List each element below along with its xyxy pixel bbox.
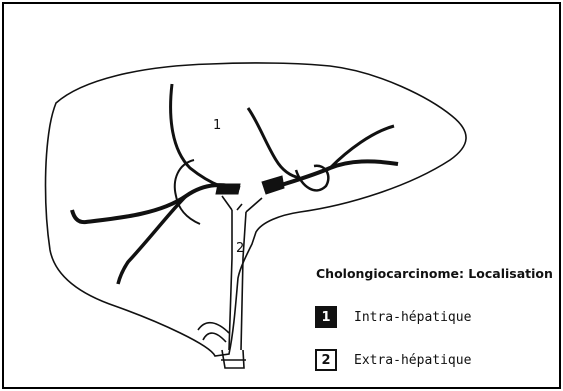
left-duct-stub xyxy=(216,184,240,194)
legend-label: Extra-hépatique xyxy=(354,353,471,368)
legend-title: Cholongiocarcinome: Localisation xyxy=(316,266,553,281)
duct-lower-end xyxy=(221,350,246,368)
legend-swatch-filled: 1 xyxy=(315,306,337,328)
cystic-duct xyxy=(198,323,229,342)
legend-swatch-outlined: 2 xyxy=(315,349,337,371)
legend-item-intrahepatic: 1 Intra-hépatique xyxy=(315,306,471,328)
right-branch-upper xyxy=(248,108,300,178)
left-hepatic-duct xyxy=(72,185,240,222)
right-duct-stub xyxy=(262,176,284,194)
legend-label: Intra-hépatique xyxy=(354,310,471,325)
region-label-intrahepatic: 1 xyxy=(213,118,221,133)
region-label-extrahepatic: 2 xyxy=(236,241,244,256)
legend-item-extrahepatic: 2 Extra-hépatique xyxy=(315,349,471,371)
duct-bifurcation xyxy=(222,196,262,212)
